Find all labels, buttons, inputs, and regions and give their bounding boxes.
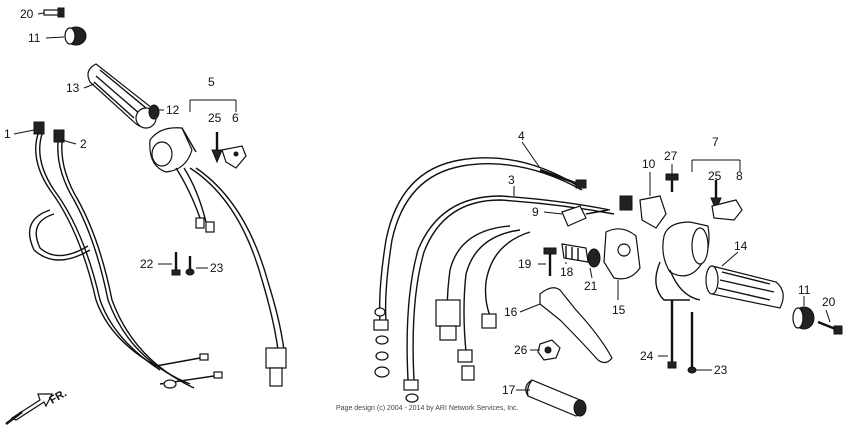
label-23-right: 23 <box>714 363 728 377</box>
label-18: 18 <box>560 265 574 279</box>
end-weight-11-left <box>64 26 87 46</box>
label-15: 15 <box>612 303 626 317</box>
screw-23-left <box>185 256 195 276</box>
label-20-left: 20 <box>20 7 34 21</box>
bracket-8 <box>711 199 743 221</box>
label-10: 10 <box>642 157 656 171</box>
screw-23-right <box>687 312 697 374</box>
label-7: 7 <box>712 135 719 149</box>
label-24: 24 <box>640 349 654 363</box>
collar-12 <box>148 104 160 120</box>
label-11-right: 11 <box>798 283 811 297</box>
bolt-19 <box>543 247 557 276</box>
left-switch-wires <box>175 167 287 387</box>
label-26: 26 <box>514 343 528 357</box>
bolt-22 <box>171 252 181 276</box>
pivot-21 <box>587 248 601 268</box>
right-grip-14 <box>705 265 784 309</box>
clutch-switch-9 <box>561 205 609 227</box>
label-3: 3 <box>508 173 515 187</box>
label-6: 6 <box>232 111 239 125</box>
front-direction-arrow <box>5 393 53 425</box>
label-22: 22 <box>140 257 154 271</box>
clutch-lever-bracket-15 <box>603 228 641 280</box>
label-25-left: 25 <box>208 111 222 125</box>
bracket-6 <box>221 145 247 169</box>
label-2: 2 <box>80 137 87 151</box>
leader-lines <box>13 12 831 391</box>
nut-26 <box>537 339 561 361</box>
bolt-27 <box>665 173 679 192</box>
clutch-lever-16 <box>539 287 613 364</box>
label-27: 27 <box>664 149 678 163</box>
screw-25-left <box>211 132 223 164</box>
label-5: 5 <box>208 75 215 89</box>
spring-18 <box>561 243 589 263</box>
bolt-20-left <box>43 7 65 18</box>
fr-label: FR. <box>48 387 69 406</box>
center-switch-wires <box>435 225 531 381</box>
label-14: 14 <box>734 239 748 253</box>
label-4: 4 <box>518 129 525 143</box>
clutch-cable-3-4 <box>373 157 633 403</box>
label-17: 17 <box>502 383 516 397</box>
label-9: 9 <box>532 205 539 219</box>
label-16: 16 <box>504 305 518 319</box>
label-8: 8 <box>736 169 743 183</box>
label-23-left: 23 <box>210 261 224 275</box>
label-20-right: 20 <box>822 295 836 309</box>
screw-24 <box>667 300 677 369</box>
switch-housing-right <box>655 221 710 301</box>
label-11-left: 11 <box>28 31 41 45</box>
label-13: 13 <box>66 81 80 95</box>
label-12: 12 <box>166 103 180 117</box>
label-1: 1 <box>4 127 11 141</box>
bracket-10 <box>639 195 667 229</box>
throttle-grip-13 <box>87 63 157 129</box>
label-25-right: 25 <box>708 169 722 183</box>
end-weight-11-right <box>792 306 815 330</box>
switch-housing-left <box>149 127 197 173</box>
label-21: 21 <box>584 279 598 293</box>
label-19: 19 <box>518 257 532 271</box>
grip-17 <box>525 379 587 417</box>
bolt-20-right <box>817 320 843 335</box>
copyright-footer: Page design (c) 2004 - 2014 by ARI Netwo… <box>336 405 519 412</box>
throttle-cables-1-2 <box>28 121 223 389</box>
